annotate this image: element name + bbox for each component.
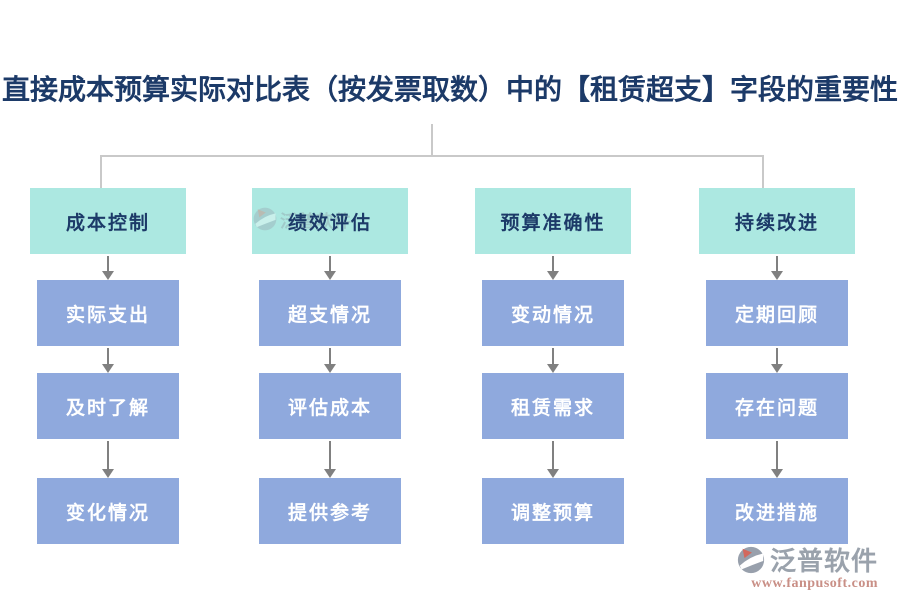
header-box-cost-control: 成本控制 bbox=[30, 188, 186, 254]
flow-box: 变化情况 bbox=[37, 478, 179, 544]
connector-right-drop bbox=[762, 155, 764, 188]
connector-root-vertical bbox=[431, 124, 433, 155]
connector-left-drop bbox=[100, 155, 102, 188]
column-cost-control: 成本控制 实际支出 及时了解 变化情况 bbox=[30, 188, 186, 545]
flow-box-label: 提供参考 bbox=[287, 502, 372, 524]
flow-box: 调整预算 bbox=[482, 478, 624, 544]
down-arrow-icon bbox=[102, 256, 114, 280]
fanpu-branding: 泛普软件 www.fanpusoft.com bbox=[736, 541, 878, 592]
page-title: 直接成本预算实际对比表（按发票取数）中的【租赁超支】字段的重要性 bbox=[1, 75, 898, 106]
flow-box: 定期回顾 bbox=[706, 280, 848, 346]
header-label: 绩效评估 bbox=[287, 212, 372, 234]
down-arrow-icon bbox=[547, 256, 559, 280]
down-arrow-icon bbox=[324, 348, 336, 373]
flow-box: 及时了解 bbox=[37, 373, 179, 439]
down-arrow-icon bbox=[102, 441, 114, 478]
down-arrow-icon bbox=[547, 441, 559, 478]
header-label: 成本控制 bbox=[65, 212, 150, 234]
flow-box: 超支情况 bbox=[259, 280, 401, 346]
flow-box-label: 评估成本 bbox=[287, 397, 372, 419]
down-arrow-icon bbox=[771, 256, 783, 280]
connector-horizontal-bar bbox=[100, 155, 764, 157]
flow-box: 提供参考 bbox=[259, 478, 401, 544]
flow-box-label: 变动情况 bbox=[510, 304, 595, 326]
down-arrow-icon bbox=[771, 441, 783, 478]
flow-box-label: 实际支出 bbox=[65, 304, 150, 326]
flow-box: 存在问题 bbox=[706, 373, 848, 439]
header-box-budget-accuracy: 预算准确性 bbox=[475, 188, 631, 254]
fanpu-website-url: www.fanpusoft.com bbox=[751, 576, 878, 591]
flow-box: 变动情况 bbox=[482, 280, 624, 346]
flow-box: 租赁需求 bbox=[482, 373, 624, 439]
column-performance-evaluation: 泛普软件 绩效评估 超支情况 评估成本 提供参考 bbox=[252, 188, 408, 545]
fanpu-logo-row: 泛普软件 bbox=[736, 541, 878, 578]
flow-box: 评估成本 bbox=[259, 373, 401, 439]
fanpu-logo-text: 泛普软件 bbox=[769, 547, 878, 576]
flow-box-label: 超支情况 bbox=[287, 304, 372, 326]
down-arrow-icon bbox=[547, 348, 559, 373]
down-arrow-icon bbox=[102, 348, 114, 373]
flow-box: 改进措施 bbox=[706, 478, 848, 544]
flow-box-label: 存在问题 bbox=[734, 397, 819, 419]
column-budget-accuracy: 预算准确性 变动情况 租赁需求 调整预算 bbox=[475, 188, 631, 545]
flow-box-label: 定期回顾 bbox=[734, 304, 819, 326]
flow-box-label: 变化情况 bbox=[65, 502, 150, 524]
flow-box-label: 调整预算 bbox=[510, 502, 595, 524]
down-arrow-icon bbox=[771, 348, 783, 373]
column-continuous-improvement: 持续改进 定期回顾 存在问题 改进措施 bbox=[699, 188, 855, 545]
header-box-continuous-improvement: 持续改进 bbox=[699, 188, 855, 254]
down-arrow-icon bbox=[324, 441, 336, 478]
flow-box-label: 租赁需求 bbox=[510, 397, 595, 419]
flow-box-label: 及时了解 bbox=[65, 397, 150, 419]
header-label: 持续改进 bbox=[734, 212, 819, 234]
header-label: 预算准确性 bbox=[500, 212, 606, 234]
fanpu-watermark-logo-icon bbox=[252, 206, 278, 232]
header-box-performance-evaluation: 泛普软件 绩效评估 bbox=[252, 188, 408, 254]
fanpu-logo-icon bbox=[736, 545, 766, 575]
down-arrow-icon bbox=[324, 256, 336, 280]
flow-box: 实际支出 bbox=[37, 280, 179, 346]
flow-box-label: 改进措施 bbox=[734, 502, 819, 524]
